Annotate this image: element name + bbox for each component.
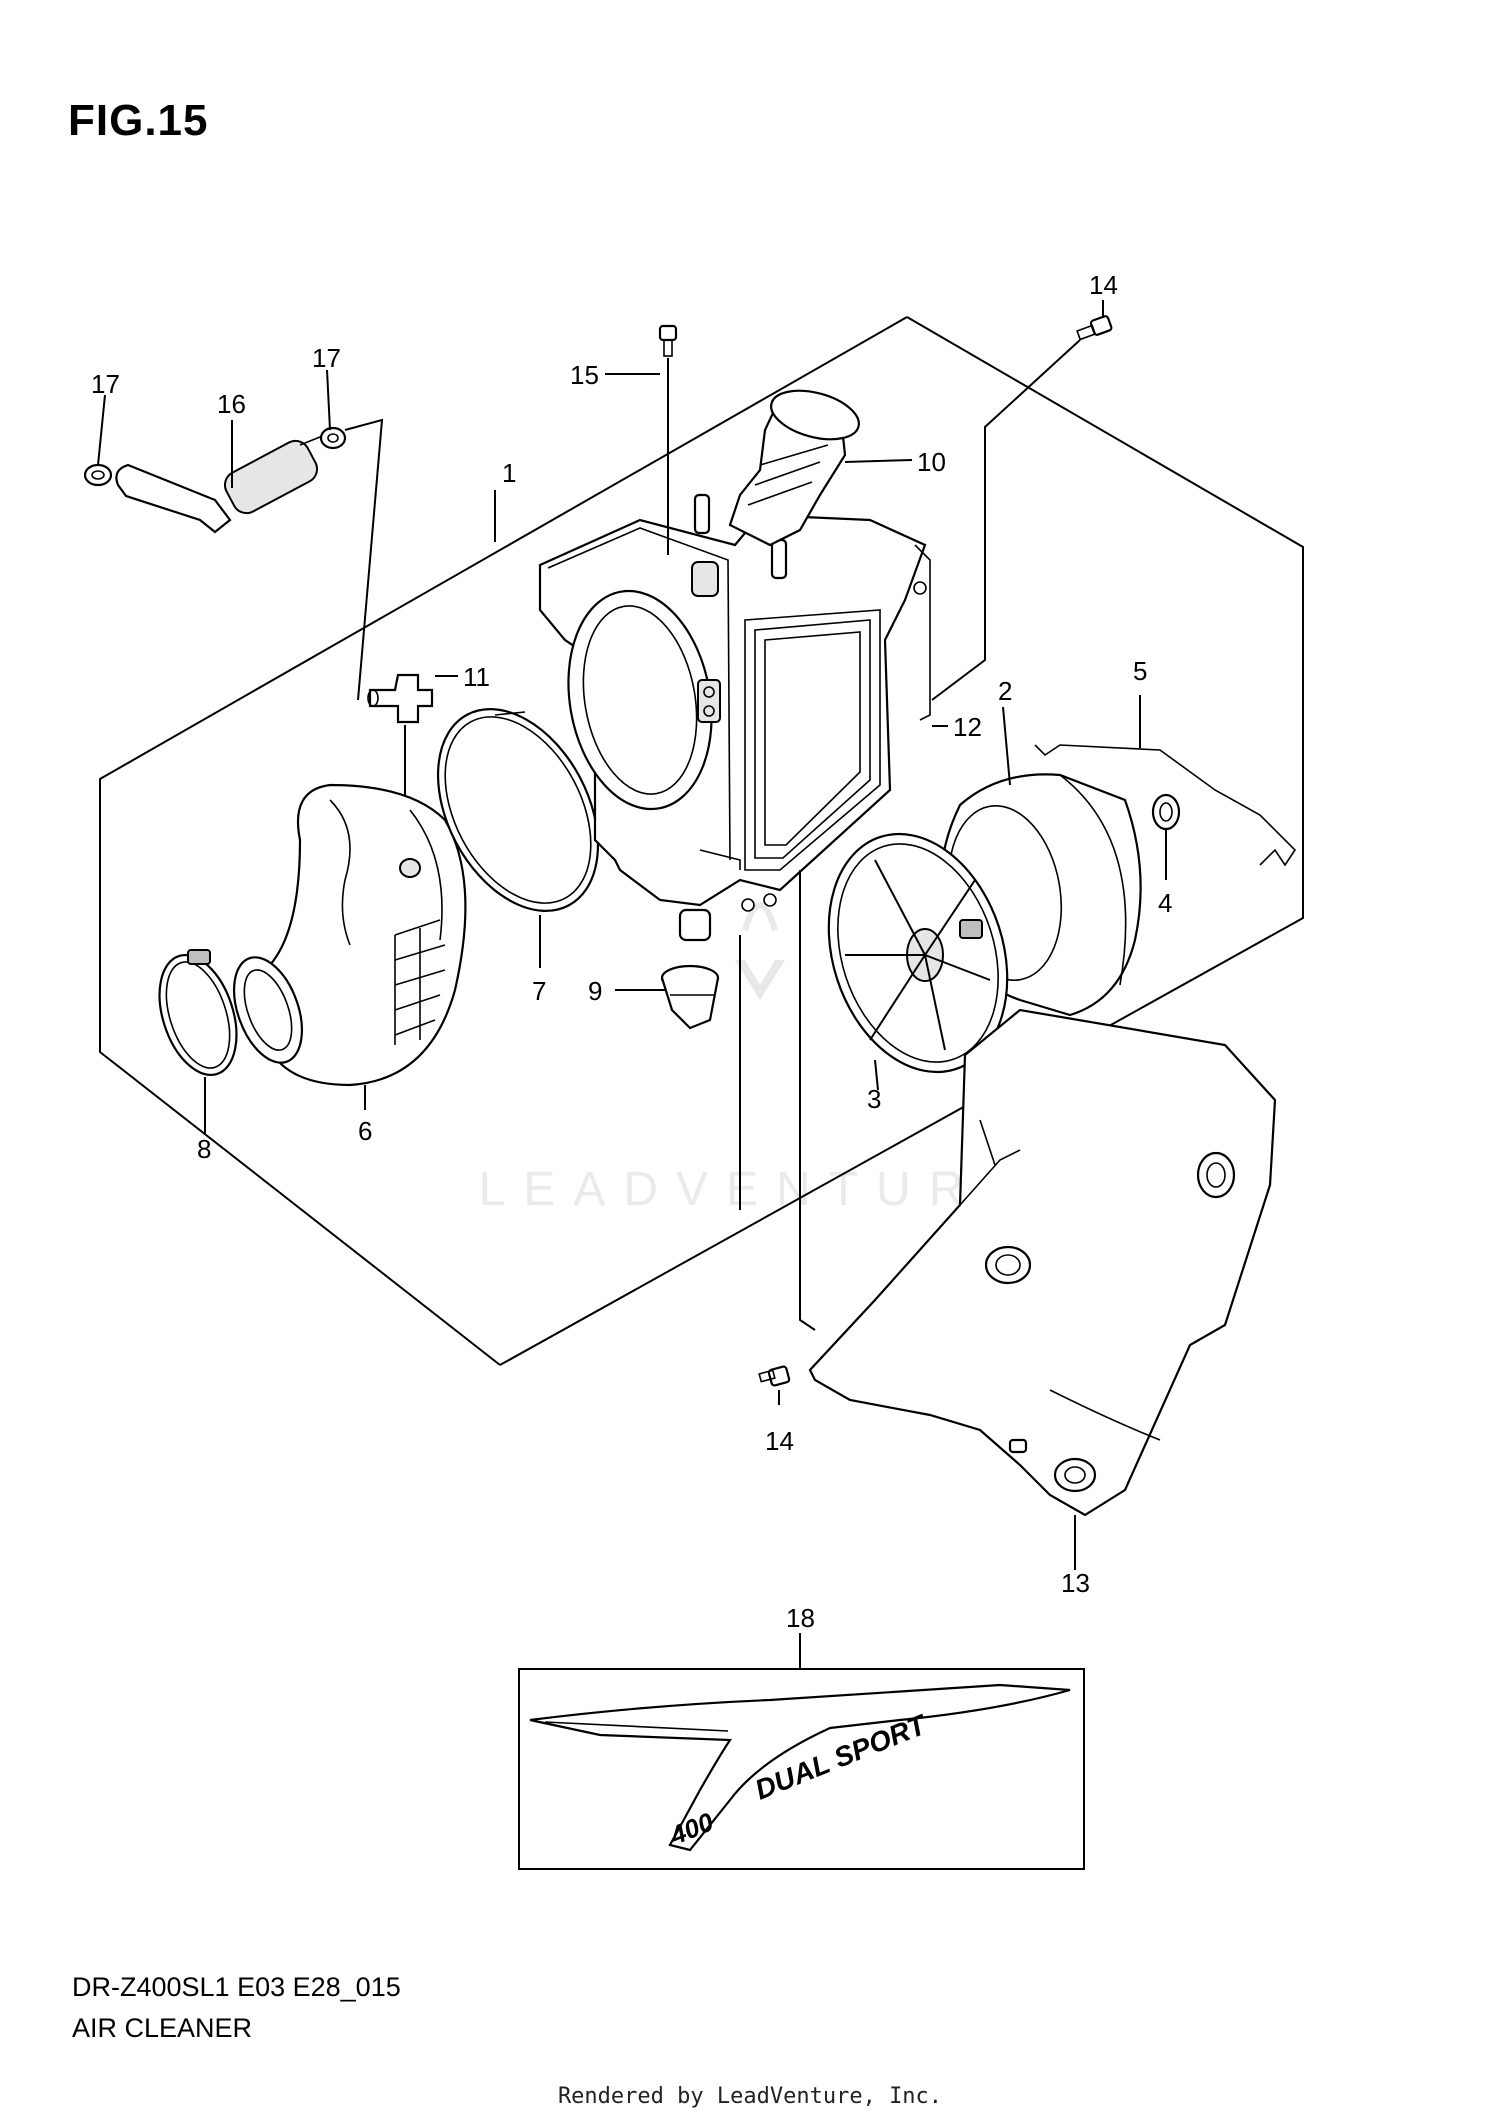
- watermark-text: LEADVENTURE: [479, 1163, 1032, 1216]
- part-18-decal: DUAL SPORT 400: [518, 1668, 1085, 1870]
- leader-cover-vertical: [799, 870, 816, 1331]
- callout-4: 4: [1158, 888, 1172, 918]
- callout-1: 1: [502, 458, 516, 488]
- leader-hose-elbow: [344, 418, 384, 701]
- decal-frame: [518, 1668, 1085, 1870]
- callout-8: 8: [197, 1134, 211, 1164]
- callout-2: 2: [998, 676, 1012, 706]
- part-6-intake-duct: [233, 783, 467, 1087]
- watermark-flame-icon: [742, 902, 778, 931]
- render-credit: Rendered by LeadVenture, Inc.: [557, 2084, 943, 2109]
- part-12-case-frame: [914, 544, 931, 721]
- part-14-screw-bottom: [758, 1365, 791, 1387]
- part-7-seal-ring: [436, 708, 600, 912]
- callout-10: 10: [917, 447, 946, 477]
- part-13-side-cover: [808, 1008, 1277, 1517]
- callout-17-left: 17: [91, 369, 120, 399]
- part-5-wire-clip: [1034, 744, 1297, 867]
- callout-labels: 1 2 3 4 5 6 7 8 9 10 11 12 13 14 14 15 1…: [91, 270, 1172, 1633]
- callout-15: 15: [570, 360, 599, 390]
- callout-9: 9: [588, 976, 602, 1006]
- part-3-filter-cage: [827, 832, 1009, 1074]
- part-8-hose-clamp: [158, 949, 238, 1077]
- part-10-outlet-boot: [728, 389, 860, 547]
- callout-3: 3: [867, 1084, 881, 1114]
- section-name: AIR CLEANER: [72, 2013, 253, 2043]
- assembly-boundary: [99, 316, 1304, 1366]
- part-16-breather-hose: [115, 434, 326, 534]
- callout-11: 11: [463, 662, 490, 692]
- part-17-clamp-right: [319, 426, 347, 450]
- boundary-right: [499, 316, 1304, 1366]
- callout-17-right: 17: [312, 343, 341, 373]
- callout-12: 12: [953, 712, 982, 742]
- leader-lines: [97, 300, 1167, 1570]
- case-mount-boss: [691, 561, 719, 597]
- watermark-logo-icon: [735, 960, 785, 1000]
- leader-14-top: [931, 339, 1081, 701]
- part-1-air-cleaner-case: [538, 493, 927, 942]
- callout-14-top: 14: [1089, 270, 1118, 300]
- part-4-grommet: [1151, 793, 1181, 831]
- part-17-clamp-left: [83, 463, 113, 487]
- part-15-screw: [658, 324, 678, 555]
- callout-14-bottom: 14: [765, 1426, 794, 1456]
- callout-18: 18: [786, 1603, 815, 1633]
- callout-5: 5: [1133, 656, 1147, 686]
- callout-7: 7: [532, 976, 546, 1006]
- watermark: LEADVENTURE: [479, 902, 1032, 1216]
- figure-title: FIG.15: [68, 96, 209, 145]
- boundary-left: [99, 316, 908, 1366]
- part-14-screw-top: [1076, 315, 1113, 341]
- callout-6: 6: [358, 1116, 372, 1146]
- callout-16: 16: [217, 389, 246, 419]
- part-9-drain-plug: [660, 964, 720, 1030]
- model-code: DR-Z400SL1 E03 E28_015: [72, 1972, 401, 2002]
- duct-ribs: [394, 919, 446, 1045]
- callout-13: 13: [1061, 1568, 1090, 1598]
